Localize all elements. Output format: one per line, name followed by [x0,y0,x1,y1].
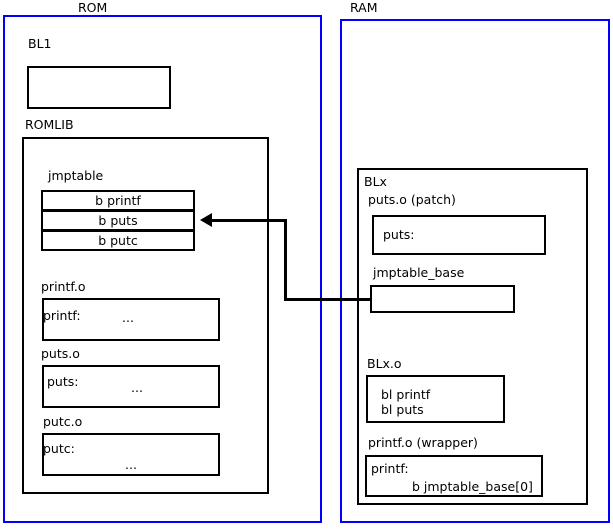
romlib-printf-o-label: printf.o [41,279,86,294]
romlib-putc-body: ... [125,457,137,472]
jmptable-base-box [370,285,515,313]
romlib-puts-symbol: puts: [47,374,79,389]
rom-region [3,15,322,523]
connector-segment-horizontal-lower [284,298,371,301]
blx-label: BLx [364,174,387,189]
jmptable-entry-2-text: b putc [98,233,138,248]
blx-o-line2: bl puts [381,402,424,417]
puts-patch-symbol: puts: [383,227,415,242]
blx-o-box [366,375,505,423]
bl1-label: BL1 [28,36,52,51]
printf-wrapper-label: printf.o (wrapper) [368,435,478,450]
jmptable-base-label: jmptable_base [373,265,465,280]
connector-segment-horizontal-upper [210,219,286,222]
romlib-puts-o-box [42,365,220,408]
romlib-putc-o-box [42,433,220,476]
puts-patch-label: puts.o (patch) [368,192,456,207]
romlib-putc-symbol: putc: [43,441,75,456]
puts-patch-box [372,215,546,255]
jmptable-entry-0-text: b printf [95,193,141,208]
rom-region-label: ROM [78,0,108,15]
connector-arrowhead-icon [200,213,212,227]
romlib-puts-o-label: puts.o [41,346,80,361]
romlib-printf-symbol: printf: [43,308,81,323]
blx-o-label: BLx.o [367,356,402,371]
ram-region [340,19,610,523]
printf-wrapper-line1: printf: [371,461,409,476]
romlib-printf-o-box [42,298,220,341]
romlib-puts-body: ... [131,380,143,395]
connector-segment-vertical [284,219,287,300]
romlib-printf-body: ... [122,310,134,325]
jmptable-entry-1-text: b puts [98,213,138,228]
printf-wrapper-box [365,455,543,497]
bl1-box [27,66,171,109]
jmptable-entry-2 [41,230,195,251]
romlib-putc-o-label: putc.o [43,414,83,429]
ram-region-label: RAM [350,0,378,15]
romlib-label: ROMLIB [25,117,74,132]
printf-wrapper-line2: b jmptable_base[0] [412,479,533,494]
blx-o-line1: bl printf [381,387,431,402]
jmptable-label: jmptable [48,168,104,183]
